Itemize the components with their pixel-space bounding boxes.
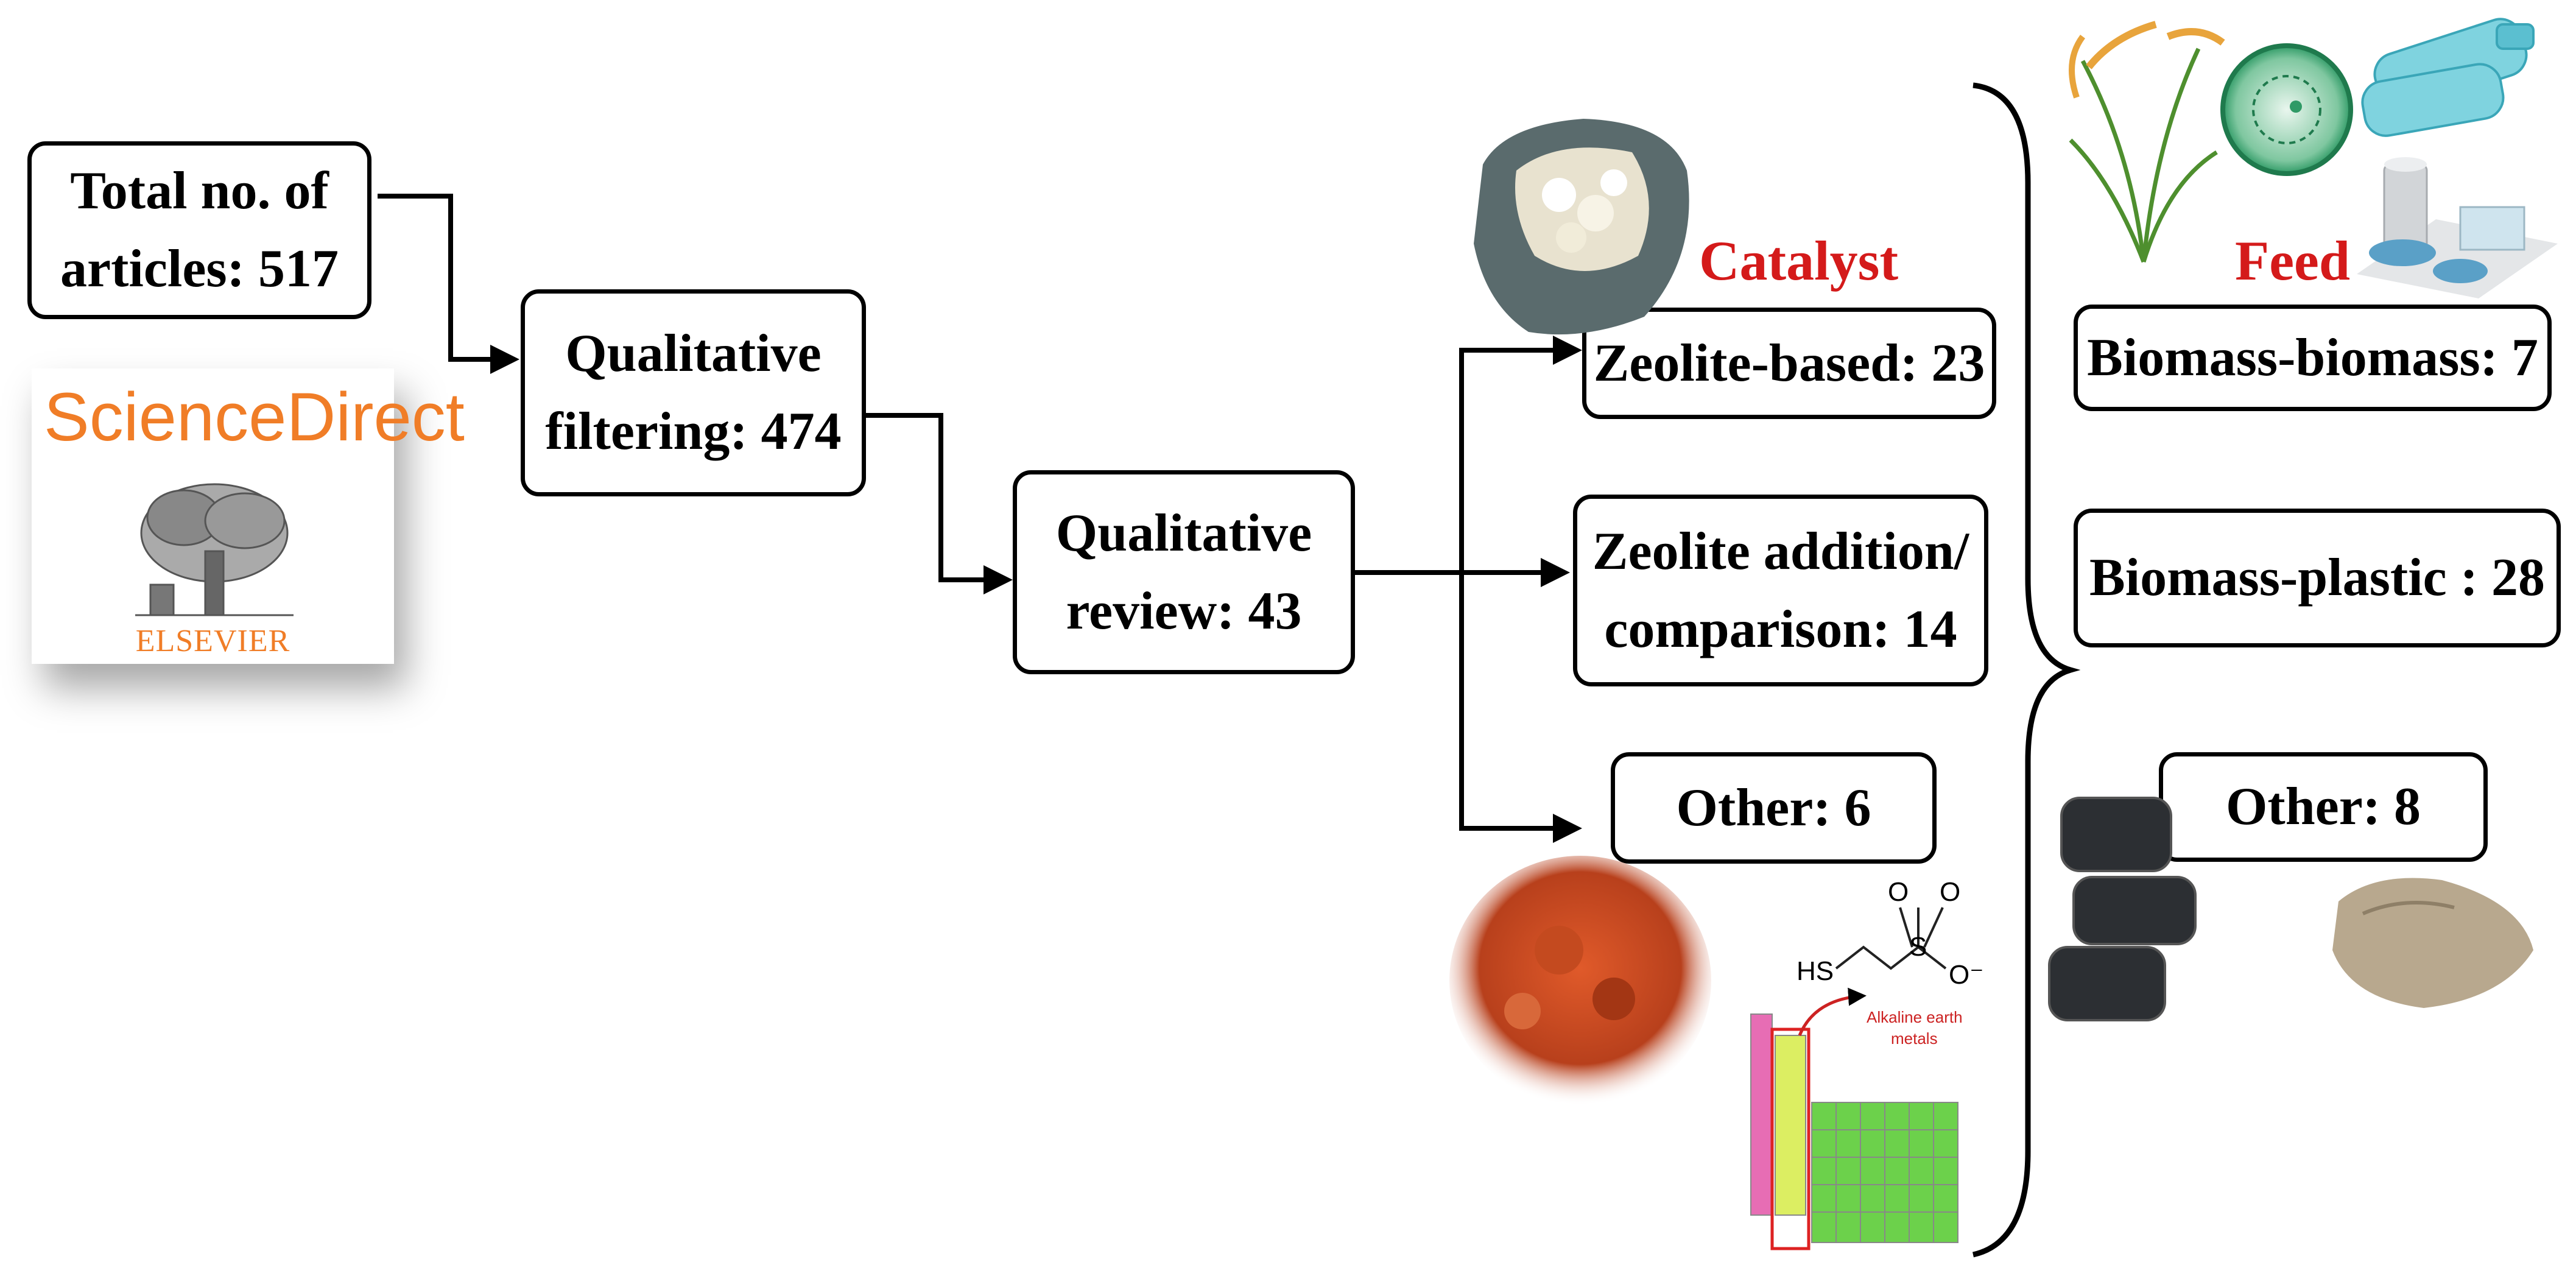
- arrow-filtering-to-review: [865, 413, 1013, 594]
- elsevier-tree-icon: [135, 483, 294, 616]
- chem-o-minus: O⁻: [1949, 960, 1984, 990]
- chem-o1: O: [1888, 877, 1909, 907]
- review-line1: Qualitative: [1055, 503, 1312, 563]
- curly-brace: [1972, 82, 2081, 1258]
- algae-cell-image: [2220, 43, 2353, 176]
- feed-other-label: Other: 8: [2225, 777, 2421, 837]
- zeolite-based-box: Zeolite-based: 23: [1582, 308, 1996, 419]
- biomass-plastic-label: Biomass-plastic : 28: [2089, 548, 2545, 608]
- catalyst-other-label: Other: 6: [1676, 778, 1871, 837]
- total-articles-line1: Total no. of: [70, 161, 329, 221]
- total-articles-box: Total no. of articles: 517: [27, 141, 371, 319]
- zeolite-based-label: Zeolite-based: 23: [1593, 333, 1985, 393]
- catalyst-other-box: Other: 6: [1611, 752, 1937, 864]
- industrial-plant-image: [2357, 157, 2558, 298]
- qualitative-filtering-box: Qualitative filtering: 474: [521, 289, 866, 496]
- red-soil-image: [1449, 856, 1711, 1105]
- catalyst-label: Catalyst: [1699, 230, 1899, 292]
- arrow-review-to-zeolite-based: [1459, 336, 1582, 573]
- periodic-table-image: [1750, 987, 1958, 1250]
- chem-s: S: [1909, 932, 1927, 962]
- filtering-line1: Qualitative: [565, 324, 822, 384]
- zeolite-addition-box: Zeolite addition/comparison: 14: [1573, 495, 1988, 686]
- sulfonate-structure-image: [1835, 907, 1947, 970]
- alkaline-label-line1: Alkaline earth: [1867, 1008, 1963, 1026]
- plastic-bottles-image: [2361, 18, 2535, 137]
- biomass-biomass-label: Biomass-biomass: 7: [2087, 328, 2538, 387]
- qualitative-review-box: Qualitative review: 43: [1013, 470, 1355, 674]
- arrow-review-to-other: [1459, 573, 1582, 843]
- arrow-total-to-filtering: [378, 194, 519, 374]
- zeolite-addition-line2: comparison: 14: [1604, 599, 1957, 659]
- chem-hs: HS: [1797, 956, 1834, 986]
- zeolite-addition-line1: Zeolite addition/: [1592, 521, 1969, 581]
- feed-other-box: Other: 8: [2159, 752, 2488, 862]
- elsevier-wordmark: ELSEVIER: [135, 624, 290, 658]
- total-articles-line2: articles: 517: [60, 239, 339, 298]
- biomass-plastic-box: Biomass-plastic : 28: [2074, 509, 2561, 647]
- stone-image: [2332, 878, 2533, 1008]
- geode-rock-image: [1474, 119, 1689, 335]
- tires-image: [2048, 797, 2197, 1021]
- filtering-line2: filtering: 474: [545, 402, 842, 461]
- review-line2: review: 43: [1066, 581, 1302, 641]
- rice-plant-image: [2069, 21, 2225, 263]
- alkaline-label-line2: metals: [1891, 1029, 1938, 1048]
- feed-label: Feed: [2235, 230, 2351, 292]
- biomass-biomass-box: Biomass-biomass: 7: [2074, 305, 2552, 411]
- chem-o2: O: [1940, 877, 1961, 907]
